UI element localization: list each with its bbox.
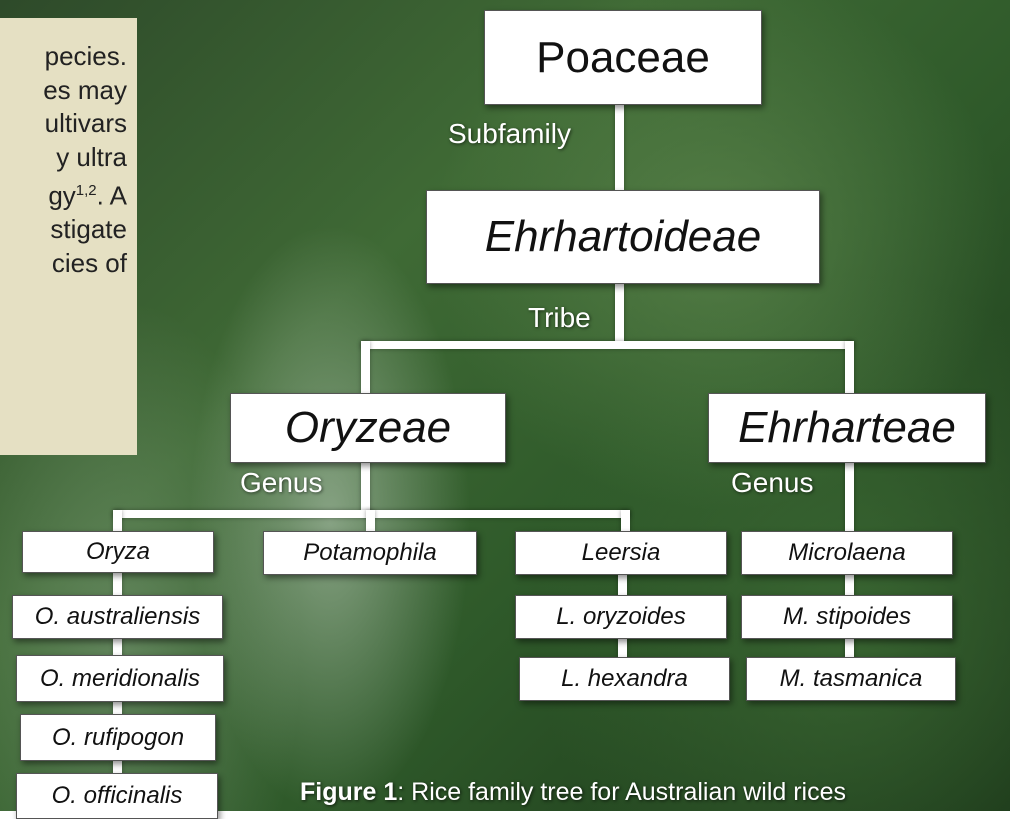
intro-paragraph: pecies. es may ultivars y ultra gy1,2. A…	[0, 40, 127, 280]
node-species: O. australiensis	[12, 595, 223, 639]
node-tribe-label: Oryzeae	[285, 403, 451, 453]
node-species: O. meridionalis	[16, 655, 224, 702]
intro-line-text: gy	[48, 181, 75, 211]
intro-line: y ultra	[0, 141, 127, 175]
rank-label-genus-oryzeae: Genus	[240, 467, 323, 499]
node-genus-label: Leersia	[582, 539, 661, 567]
node-species: L. oryzoides	[515, 595, 727, 639]
connector-tribe-oryzeae	[361, 341, 370, 395]
node-genus-potamophila: Potamophila	[263, 531, 477, 575]
node-genus-microlaena: Microlaena	[741, 531, 953, 575]
intro-line: stigate	[0, 213, 127, 247]
rank-label-genus-ehrharteae: Genus	[731, 467, 814, 499]
node-species-label: O. australiensis	[35, 603, 200, 631]
figure-caption-label: Figure 1	[300, 778, 397, 806]
connector-tribe-ehrharteae	[845, 341, 854, 395]
node-species-label: L. oryzoides	[556, 603, 685, 631]
node-species-label: M. stipoides	[783, 603, 911, 631]
node-species-label: O. rufipogon	[52, 724, 184, 752]
rank-label-subfamily: Subfamily	[448, 118, 571, 150]
node-species-label: O. officinalis	[52, 782, 183, 810]
node-genus-oryza: Oryza	[22, 531, 214, 573]
node-tribe-label: Ehrharteae	[738, 403, 956, 453]
node-species: O. rufipogon	[20, 714, 216, 761]
node-genus-label: Oryza	[86, 538, 150, 566]
node-species-label: O. meridionalis	[40, 665, 200, 693]
intro-line-text: . A	[97, 181, 127, 211]
node-subfamily-label: Ehrhartoideae	[485, 212, 761, 262]
node-family: Poaceae	[484, 10, 762, 105]
connector-tribe-bar	[361, 341, 854, 349]
intro-line: ultivars	[0, 107, 127, 141]
figure-caption-text: : Rice family tree for Australian wild r…	[397, 778, 846, 806]
node-species: M. tasmanica	[746, 657, 956, 701]
connector-ehrharteae-microlaena	[845, 460, 854, 532]
node-tribe-ehrharteae: Ehrharteae	[708, 393, 986, 463]
intro-line-with-citation: gy1,2. A	[0, 174, 127, 213]
node-species: L. hexandra	[519, 657, 730, 701]
node-species-label: M. tasmanica	[780, 665, 923, 693]
intro-line: es may	[0, 74, 127, 108]
intro-line: cies of	[0, 247, 127, 281]
node-genus-leersia: Leersia	[515, 531, 727, 575]
connector-oryzeae-genus	[361, 460, 370, 515]
intro-line: pecies.	[0, 40, 127, 74]
node-genus-label: Microlaena	[788, 539, 905, 567]
figure-caption: Figure 1: Rice family tree for Australia…	[300, 778, 846, 807]
node-family-label: Poaceae	[536, 33, 710, 83]
connector-family-subfamily	[615, 104, 624, 192]
connector-genus-leersia	[621, 510, 630, 532]
rank-label-tribe: Tribe	[528, 302, 591, 334]
intro-text-box: pecies. es may ultivars y ultra gy1,2. A…	[0, 18, 137, 455]
node-species: O. officinalis	[16, 773, 218, 819]
connector-genus-potamophila	[366, 510, 375, 532]
connector-subfamily-tribe	[615, 283, 624, 345]
node-subfamily: Ehrhartoideae	[426, 190, 820, 284]
citation-superscript: 1,2	[76, 182, 97, 199]
node-tribe-oryzeae: Oryzeae	[230, 393, 506, 463]
connector-genus-oryza	[113, 510, 122, 532]
node-genus-label: Potamophila	[303, 539, 436, 567]
node-species-label: L. hexandra	[561, 665, 688, 693]
node-species: M. stipoides	[741, 595, 953, 639]
